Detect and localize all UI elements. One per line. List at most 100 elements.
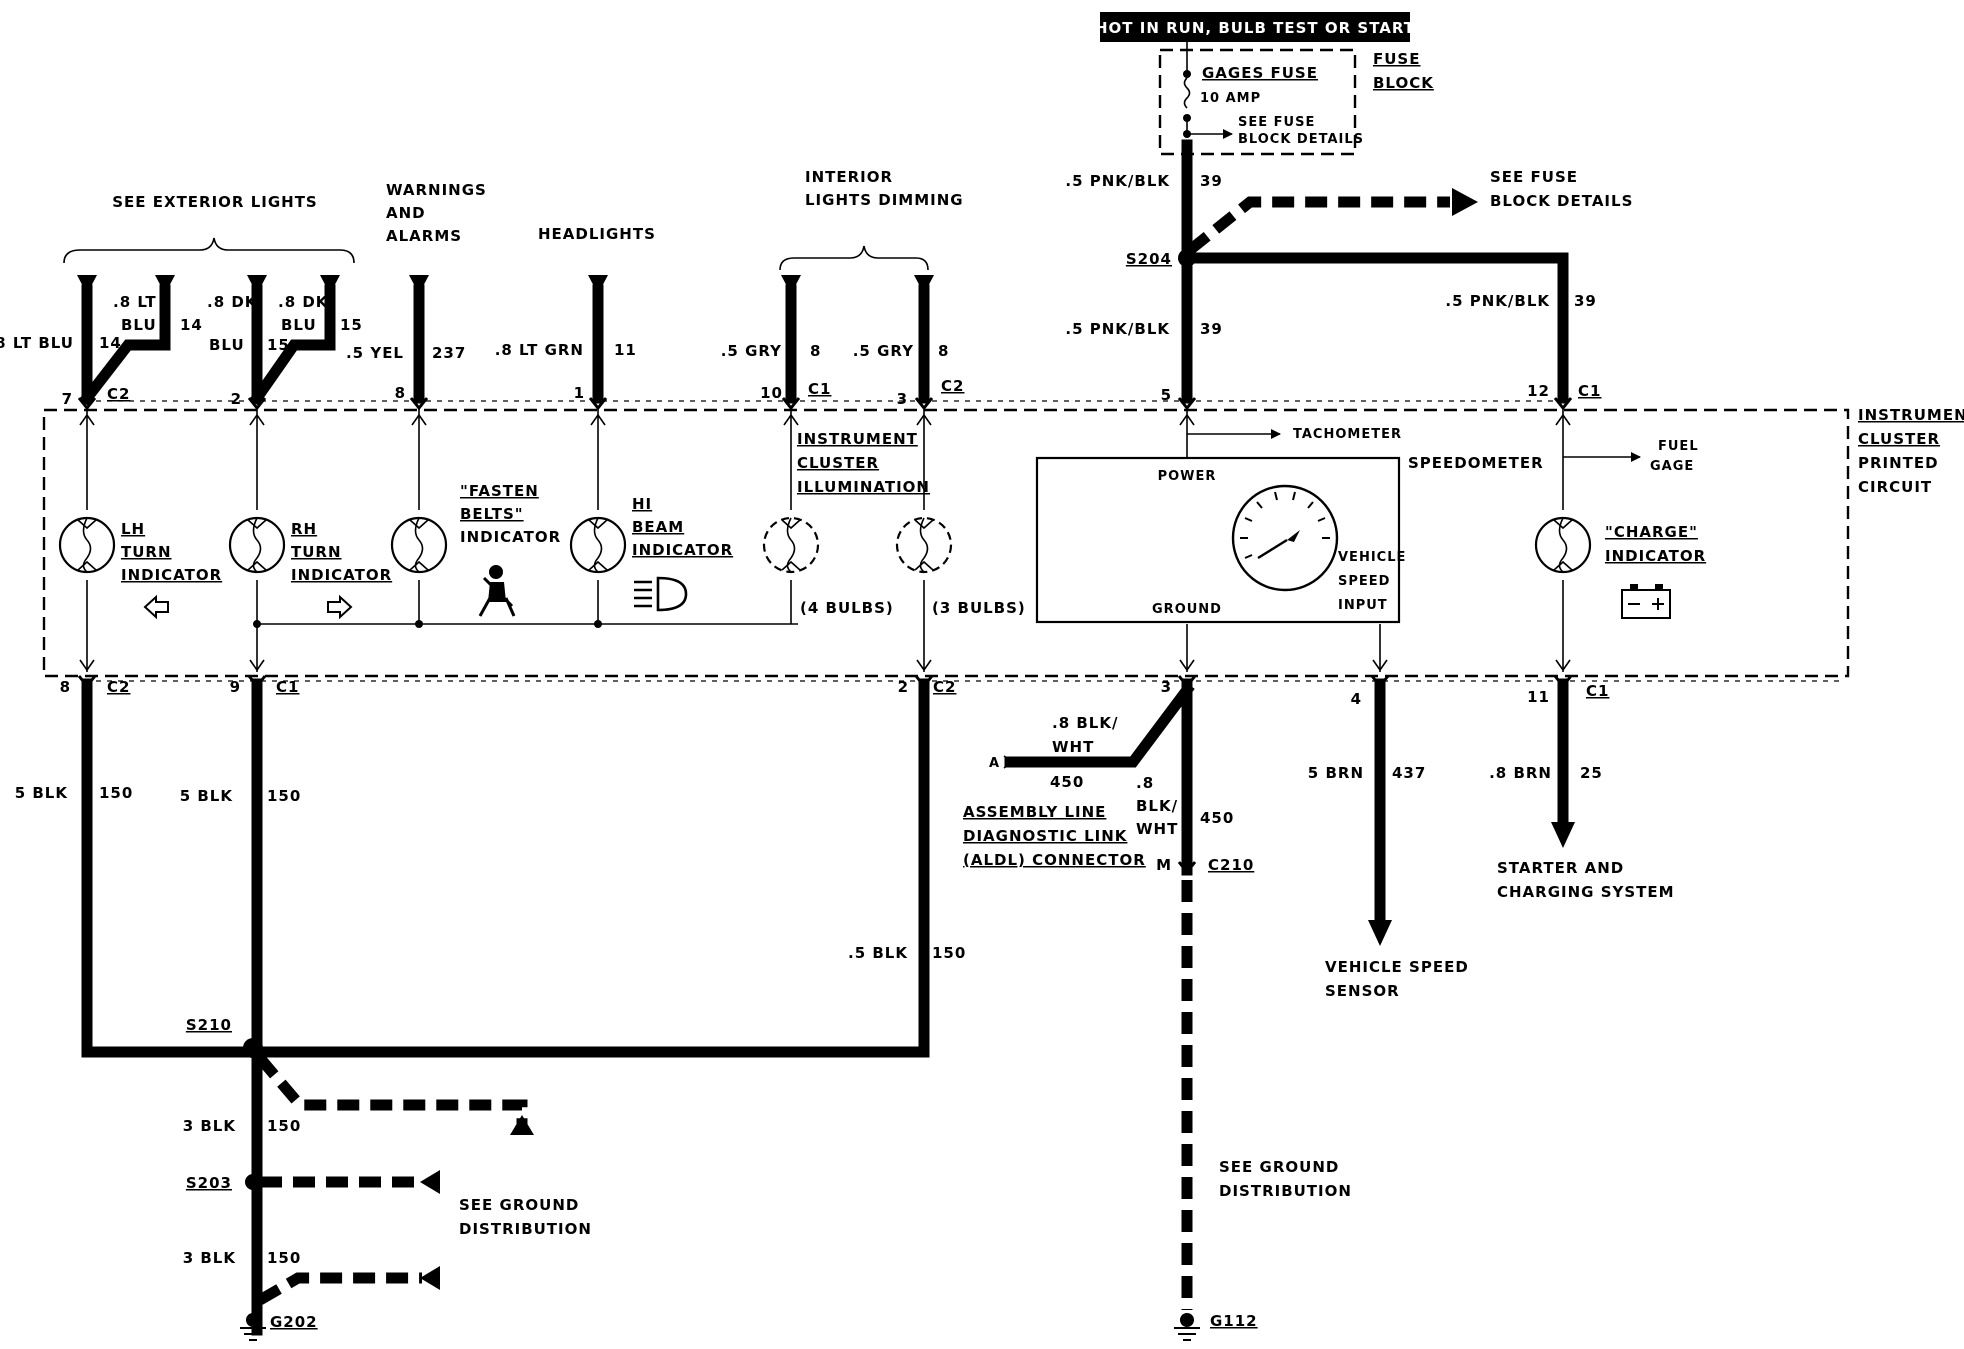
wire-14b-color: .8 LT BLU: [0, 334, 74, 352]
left-arrow-icon: [143, 594, 169, 620]
wire-25-color: .8 BRN: [1489, 764, 1552, 782]
ref-fuse-details-1: SEE FUSE: [1490, 168, 1578, 186]
pin-8-bottom: 8: [60, 678, 71, 696]
pin-5: 5: [1161, 386, 1172, 404]
wire-8a-color: .5 GRY: [721, 342, 782, 360]
bulb-charge-icon: [1534, 516, 1592, 574]
seatbelt-icon: [478, 565, 516, 617]
right-arrow-icon: [327, 594, 353, 620]
hibeam-label-1: HI: [632, 495, 652, 513]
battery-icon: [1621, 584, 1671, 619]
wire-11-number: 11: [614, 341, 637, 359]
pin-10: 10: [760, 384, 783, 402]
wire-450a-color-2: WHT: [1052, 738, 1094, 756]
speedometer-gauge-icon: [1231, 484, 1339, 592]
ref-ground-dist-b2: DISTRIBUTION: [1219, 1182, 1352, 1200]
speedometer-box: [1035, 456, 1401, 624]
conn-c1-d: C1: [1586, 682, 1609, 700]
wire-14b-number: 14: [99, 334, 122, 352]
conn-c2-b: C2: [941, 377, 964, 395]
wire-39a-color: .5 PNK/BLK: [1065, 172, 1170, 190]
pin-3-bottom: 3: [1161, 678, 1172, 696]
wire-15b-color-1: .8 DK: [278, 293, 329, 311]
bulb-hi-beam-icon: [569, 516, 627, 574]
wire-39c-color: .5 PNK/BLK: [1445, 292, 1550, 310]
bulb-fasten-belts-icon: [390, 516, 448, 574]
belts-label-2: BELTS": [460, 505, 524, 523]
lh-label-3: INDICATOR: [121, 566, 222, 584]
brace-exterior-lights: [63, 237, 355, 264]
pin-2-bottom: 2: [898, 678, 909, 696]
illum-label-2: CLUSTER: [797, 454, 879, 472]
fuse-details-arrowhead: [1452, 188, 1478, 216]
ground-ref-arrow-1: [420, 1170, 440, 1194]
wire-150a-number: 150: [99, 784, 133, 802]
wire-237-color: .5 YEL: [346, 344, 404, 362]
ref-starter-1: STARTER AND: [1497, 859, 1624, 877]
ref-warnings-2: AND: [386, 204, 426, 222]
cluster-internal-traces: [79, 408, 1641, 672]
conn-c2-d: C2: [933, 678, 956, 696]
pin-8: 8: [395, 384, 406, 402]
ground-g202-icon: [240, 1313, 266, 1341]
wire-150b-color: 5 BLK: [180, 787, 234, 805]
wire-14a-color-1: .8 LT: [113, 293, 157, 311]
banner-box: [1100, 12, 1410, 42]
rh-label-1: RH: [291, 520, 317, 538]
pin-11: 11: [1527, 688, 1550, 706]
wire-437-color: 5 BRN: [1308, 764, 1364, 782]
ref-starter-2: CHARGING SYSTEM: [1497, 883, 1675, 901]
ground-g112-label: G112: [1210, 1312, 1258, 1330]
ref-exterior-lights: SEE EXTERIOR LIGHTS: [112, 193, 318, 211]
fuel-gage-label-2: GAGE: [1650, 459, 1694, 474]
splice-s203-label: S203: [186, 1174, 232, 1192]
pin-1: 1: [574, 384, 585, 402]
wire-150b-number: 150: [267, 787, 301, 805]
splice-s203: [245, 1174, 261, 1190]
wire-150e-number: 150: [267, 1249, 301, 1267]
aldl-label-1: ASSEMBLY LINE: [963, 803, 1106, 821]
illum-label-3: ILLUMINATION: [797, 478, 930, 496]
wire-g202-ground-ref: [257, 1272, 422, 1305]
wire-15-jog: [249, 284, 336, 406]
bulbs-3-label: (3 BULBS): [932, 599, 1026, 617]
ref-dimming-2: LIGHTS DIMMING: [805, 191, 964, 209]
ref-vss-1: VEHICLE SPEED: [1325, 958, 1469, 976]
ref-headlights: HEADLIGHTS: [538, 225, 656, 243]
wire-150c-color: .5 BLK: [848, 944, 908, 962]
tach-label: TACHOMETER: [1293, 427, 1402, 442]
wire-14a-number: 14: [180, 316, 203, 334]
fuel-gage-label-1: FUEL: [1658, 439, 1699, 454]
bulb-illumination-4-icon: [762, 516, 820, 574]
fuse-details-2: BLOCK DETAILS: [1238, 132, 1364, 147]
pin-9: 9: [230, 678, 241, 696]
ground-g202-label: G202: [270, 1313, 318, 1331]
wire-39b-number: 39: [1200, 320, 1223, 338]
wire-39-branch: [1181, 252, 1569, 404]
vss-arrow: [1368, 920, 1392, 946]
belts-label-1: "FASTEN: [460, 482, 539, 500]
wire-8b-number: 8: [938, 342, 949, 360]
top-terminals: [77, 275, 934, 294]
wire-39a-number: 39: [1200, 172, 1223, 190]
illum-label-1: INSTRUMENT: [797, 430, 918, 448]
conn-c210: C210: [1208, 856, 1254, 874]
hibeam-label-3: INDICATOR: [632, 541, 733, 559]
conn-c1-a: C1: [808, 380, 831, 398]
conn-c2-c: C2: [107, 678, 130, 696]
charge-label-2: INDICATOR: [1605, 547, 1706, 565]
wire-150d-color: 3 BLK: [183, 1117, 237, 1135]
ref-ground-dist-b1: SEE GROUND: [1219, 1158, 1339, 1176]
splice-s204-label: S204: [1126, 250, 1172, 268]
ground-g112-icon: [1174, 1313, 1200, 1341]
wire-450a-number: 450: [1050, 773, 1084, 791]
lh-label-1: LH: [121, 520, 145, 538]
banner-text: HOT IN RUN, BULB TEST OR START: [1095, 19, 1415, 37]
bulb-lh-turn-icon: [58, 516, 116, 574]
ref-vss-2: SENSOR: [1325, 982, 1400, 1000]
aldl-label-3: (ALDL) CONNECTOR: [963, 851, 1146, 869]
wire-8a-number: 8: [810, 342, 821, 360]
wire-450a-color-1: .8 BLK/: [1052, 714, 1118, 732]
speedo-vsi-2: SPEED: [1338, 574, 1390, 589]
